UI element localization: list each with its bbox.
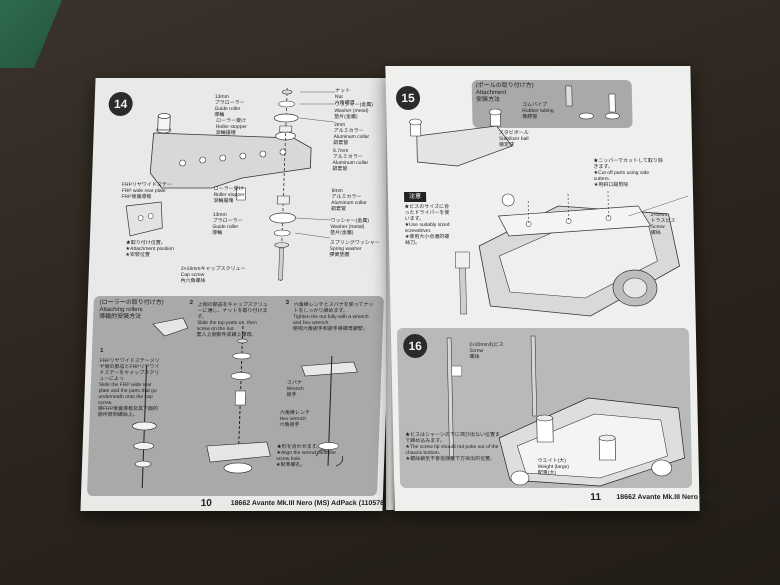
caution-tag: 注意 bbox=[403, 192, 427, 202]
left-page-number: 10 bbox=[200, 498, 213, 509]
right-page-number: 11 bbox=[590, 492, 602, 503]
label-guide-roller-13mm: 13mm プラローラー Guide roller 導輪 bbox=[214, 94, 245, 118]
label-collar-3mm: 3mm アルミカラー Aluminum collar 鋁套管 bbox=[333, 122, 370, 146]
label-roller-stopper-top: ローラー受け Roller stopper 滾輪擋塊 bbox=[215, 118, 248, 136]
label-caution-text: ★ビスのサイズに合ったドライバーを使います。 ★Use suitably siz… bbox=[404, 204, 450, 246]
label-collar-6-7mm: 6.7mm アルミカラー Aluminum collar 鋁套管 bbox=[332, 148, 369, 172]
label-stabilizer-ball: スタビボール Stabilizer ball 穩定球 bbox=[498, 130, 529, 148]
label-screw-2x5: 2×5mm トラスビス Screw 螺絲 bbox=[650, 212, 676, 236]
attaching-rollers-panel: (ローラーの取り付け方) Attaching rollers 導輪的安裝方法 bbox=[86, 296, 384, 496]
sub-step-3-text: 六角棒レンチとスパナを使ってナットをしっかり締めます。 Tighten the … bbox=[292, 302, 374, 332]
label-screw-note: ★ビスはシャーシの下に飛び出ない位置まで締め込みます。 ★The screw t… bbox=[405, 432, 501, 462]
step-16-panel: 16 2×20mm丸ビス Screw 螺絲 ★ビスはシャーシの下に飛び出ない位 bbox=[396, 328, 693, 488]
label-washer-top: ワッシャー(金属) Washer (metal) 墊片(金屬) bbox=[334, 102, 374, 120]
right-page: 15 (ポールの取り付け方) Attachment 安裝方法 ゴムパイプ Rub… bbox=[385, 66, 780, 511]
label-attach-position: ★取り付け位置。 ★Attachment position ★安裝位置 bbox=[125, 240, 175, 258]
label-collar-6mm: 6mm アルミカラー Aluminum collar 鋁套管 bbox=[330, 188, 367, 212]
sub-step-2-number: 2 bbox=[189, 300, 194, 306]
label-spanner: スパナ Wrench 扳手 bbox=[286, 380, 304, 398]
label-screw-2x20: 2×20mm丸ビス Screw 螺絲 bbox=[469, 342, 504, 360]
left-page-footer: 18662 Avante Mk.III Nero (MS) AdPack (11… bbox=[230, 500, 395, 507]
attaching-rollers-drawing bbox=[132, 317, 358, 488]
label-weight-large: ウエイト(大) Weight (large) 配重(大) bbox=[537, 458, 570, 476]
label-roller-stopper-mid: ローラー受け Roller stopper 滾輪擋塊 bbox=[213, 186, 245, 204]
sub-step-2-text: 上側の部品をキャップスクリューに通し、ナットを取り付けます。 Slide the… bbox=[196, 302, 268, 338]
label-frp-plate: FRPリヤワイドステー FRP wide rear plate FRP後寬導板 bbox=[121, 182, 172, 200]
label-hex-wrench: 六角棒レンチ Hex wrench 六角扳手 bbox=[279, 410, 310, 428]
label-washer-metal: ワッシャー(金属) Washer (metal) 墊片(金屬) bbox=[330, 218, 370, 236]
label-align-note: ★形を合わせます。 ★Align the wrench and the scre… bbox=[275, 444, 337, 468]
right-page-footer: 18662 Avante Mk.III Nero (MS) AdPack (11… bbox=[616, 494, 780, 501]
step-14-drawing bbox=[125, 88, 336, 283]
label-cut-note: ★ニッパーでカットして取り除きます。 ★Cut off parts using … bbox=[593, 158, 663, 188]
label-cap-screw: 2×16mmキャップスクリュー Cap screw 內六角螺絲 bbox=[180, 266, 246, 284]
pole-attachment-drawing bbox=[565, 85, 620, 120]
sub-step-1-text: FRPリヤワイドステーメリヤ側の部品とFRPリヤワイドステーをキャップスクリュー… bbox=[97, 358, 160, 418]
sub-step-3-number: 3 bbox=[285, 300, 290, 306]
label-spring-washer: スプリングワッシャー Spring washer 彈簧墊圈 bbox=[329, 240, 380, 258]
sub-step-1-number: 1 bbox=[99, 348, 104, 354]
step-16-drawing bbox=[446, 335, 685, 487]
step-15-drawing bbox=[409, 108, 689, 317]
label-guide-roller-13mm-b: 13mm プラローラー Guide roller 導輪 bbox=[212, 212, 243, 236]
pole-attachment-panel: (ポールの取り付け方) Attachment 安裝方法 ゴムパイプ Rubber… bbox=[471, 80, 633, 128]
left-page: 14 bbox=[80, 78, 398, 511]
